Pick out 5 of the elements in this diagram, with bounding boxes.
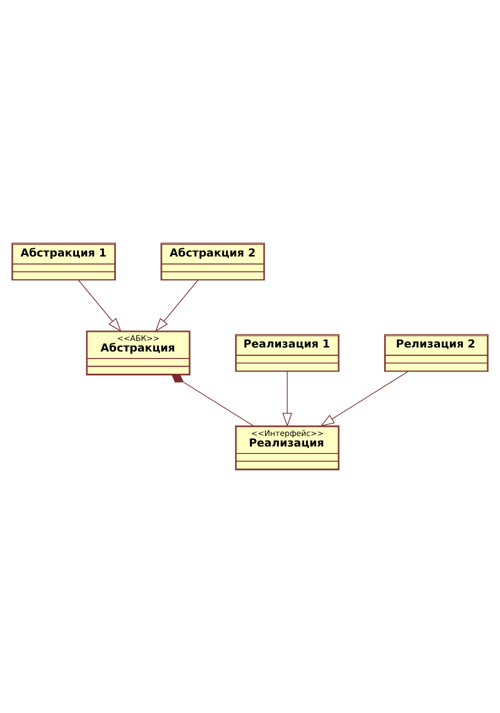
connector — [171, 374, 254, 426]
arrow — [282, 371, 292, 427]
arrow — [155, 280, 198, 332]
arrow — [320, 371, 408, 426]
arrow — [78, 280, 122, 332]
